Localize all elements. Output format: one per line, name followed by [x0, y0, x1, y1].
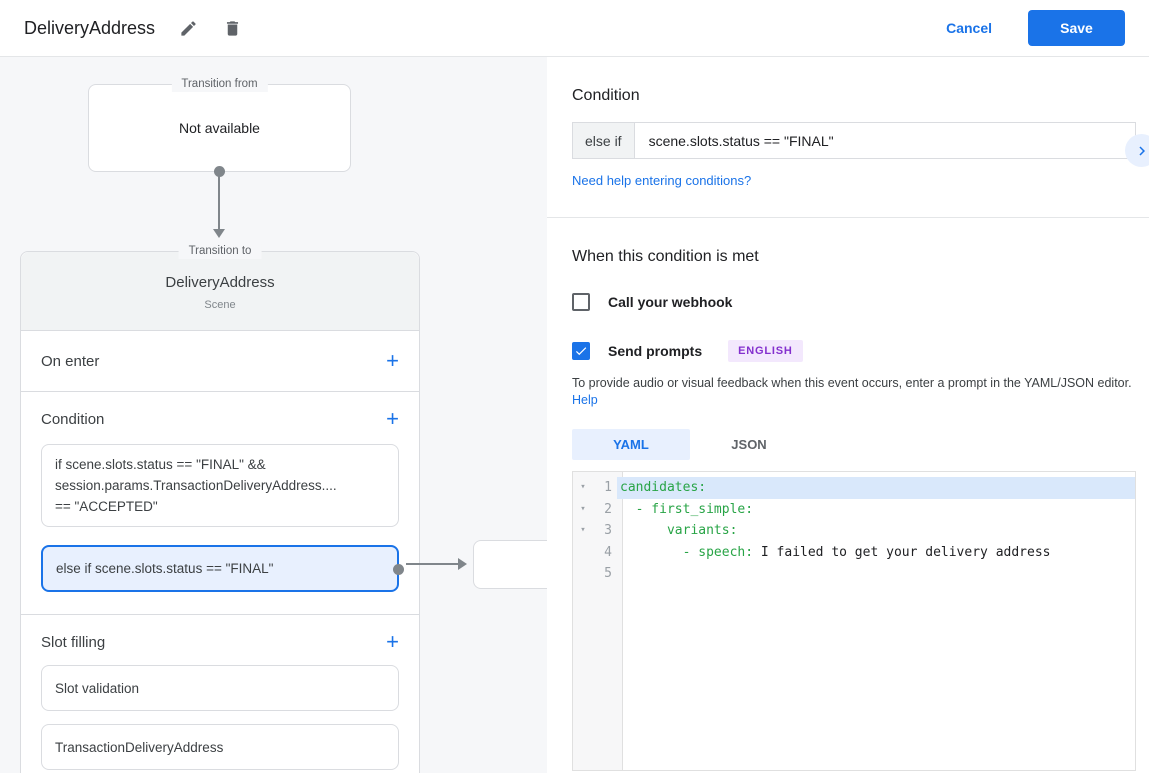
slot-filling-section: Slot filling + Slot validation Transacti…: [21, 615, 419, 773]
collapse-panel-button[interactable]: [1125, 134, 1149, 167]
scene-card: Transition to DeliveryAddress Scene On e…: [20, 244, 420, 773]
line-number: 3: [604, 523, 612, 538]
arrow-down-icon: [213, 229, 225, 238]
condition-expression-input[interactable]: [634, 122, 1136, 159]
condition-input-group: else if: [572, 122, 1136, 159]
line-number: 5: [604, 566, 612, 581]
on-enter-label: On enter: [41, 352, 100, 370]
code-lines: ▾ 1 candidates: ▾ 2 - first_simple: ▾ 3 varian…: [573, 477, 1135, 585]
checkmark-icon: [574, 344, 588, 358]
tab-json[interactable]: JSON: [731, 437, 767, 452]
fold-toggle-icon[interactable]: ▾: [580, 503, 586, 514]
add-slot-button[interactable]: +: [386, 629, 399, 654]
condition-section: Condition + if scene.slots.status == "FI…: [21, 392, 419, 615]
condition-detail-panel: Condition else if Need help entering con…: [547, 57, 1149, 773]
call-webhook-label: Call your webhook: [608, 294, 733, 310]
slot-transaction-label: TransactionDeliveryAddress: [55, 739, 224, 755]
page-title: DeliveryAddress: [24, 17, 156, 38]
conditions-help-link[interactable]: Need help entering conditions?: [572, 173, 752, 188]
add-condition-button[interactable]: +: [386, 406, 399, 431]
language-badge: ENGLISH: [728, 340, 803, 362]
save-button[interactable]: Save: [1028, 10, 1125, 46]
condition-1-line2: session.params.TransactionDeliveryAddres…: [55, 478, 337, 493]
on-enter-row[interactable]: On enter +: [21, 331, 419, 392]
line-number: 2: [604, 501, 612, 517]
line-number: 1: [604, 480, 612, 495]
fold-toggle-icon: [573, 563, 593, 585]
fold-toggle-icon: [573, 542, 593, 564]
code-line[interactable]: variants:: [620, 523, 738, 538]
condition-1-line1: if scene.slots.status == "FINAL" &&: [55, 457, 266, 472]
fold-toggle-icon[interactable]: ▾: [580, 482, 586, 492]
code-line[interactable]: - speech: I failed to get your delivery …: [620, 544, 1051, 560]
chevron-right-icon: [1133, 142, 1149, 160]
scene-card-header: DeliveryAddress Scene: [21, 252, 419, 331]
transition-from-value: Not available: [179, 120, 260, 136]
yaml-code-editor[interactable]: ▾ 1 candidates: ▾ 2 - first_simple: ▾ 3 varian…: [572, 471, 1136, 771]
send-prompts-row: Send prompts ENGLISH: [572, 340, 1136, 362]
code-line[interactable]: candidates:: [617, 477, 1135, 499]
pencil-icon: [179, 19, 198, 38]
code-line[interactable]: [617, 563, 1135, 585]
slot-validation-label: Slot validation: [55, 680, 140, 696]
scene-subtitle: Scene: [204, 299, 236, 311]
send-prompts-checkbox[interactable]: [572, 342, 590, 360]
condition-section-label: Condition: [41, 410, 105, 428]
trash-icon: [223, 19, 242, 38]
arrow-right-icon: [458, 558, 467, 570]
scene-diagram-canvas: Transition from Not available Transition…: [0, 57, 547, 773]
connector-line: [218, 171, 220, 229]
call-webhook-checkbox[interactable]: [572, 293, 590, 311]
condition-1-line3: == "ACCEPTED": [55, 499, 158, 514]
edit-button[interactable]: [177, 17, 199, 39]
condition-heading: Condition: [572, 87, 640, 104]
transition-target-box[interactable]: [473, 540, 547, 589]
code-line[interactable]: - first_simple:: [620, 501, 754, 517]
send-prompts-label: Send prompts: [608, 343, 703, 359]
add-on-enter-button[interactable]: +: [386, 348, 399, 373]
slot-filling-label: Slot filling: [41, 633, 106, 651]
prompt-info-body: To provide audio or visual feedback when…: [572, 376, 1132, 390]
delete-button[interactable]: [221, 17, 243, 39]
condition-item-1[interactable]: if scene.slots.status == "FINAL" && sess…: [41, 444, 399, 527]
condition-prefix-label: else if: [572, 122, 635, 159]
slot-validation-item[interactable]: Slot validation: [41, 665, 399, 711]
editor-format-tabs: YAML JSON: [572, 429, 1136, 460]
scene-title: DeliveryAddress: [165, 274, 275, 291]
help-link[interactable]: Help: [572, 393, 598, 407]
transition-to-legend: Transition to: [178, 244, 262, 259]
top-bar: DeliveryAddress Cancel Save: [0, 0, 1149, 57]
connector-dot: [393, 563, 404, 575]
cancel-button[interactable]: Cancel: [946, 20, 992, 36]
when-condition-heading: When this condition is met: [572, 248, 759, 265]
condition-2-text: else if scene.slots.status == "FINAL": [56, 561, 274, 576]
transition-from-box[interactable]: Transition from Not available: [88, 77, 351, 172]
prompt-info-text: To provide audio or visual feedback when…: [572, 375, 1134, 409]
fold-toggle-icon[interactable]: ▾: [580, 525, 586, 535]
slot-transaction-item[interactable]: TransactionDeliveryAddress: [41, 724, 399, 770]
transition-from-legend: Transition from: [171, 77, 268, 92]
webhook-row: Call your webhook: [572, 293, 1136, 311]
condition-item-2-selected[interactable]: else if scene.slots.status == "FINAL": [41, 545, 404, 592]
tab-yaml[interactable]: YAML: [572, 429, 690, 460]
line-number: 4: [604, 544, 612, 560]
connector-line: [406, 563, 458, 565]
section-divider: [547, 217, 1149, 218]
